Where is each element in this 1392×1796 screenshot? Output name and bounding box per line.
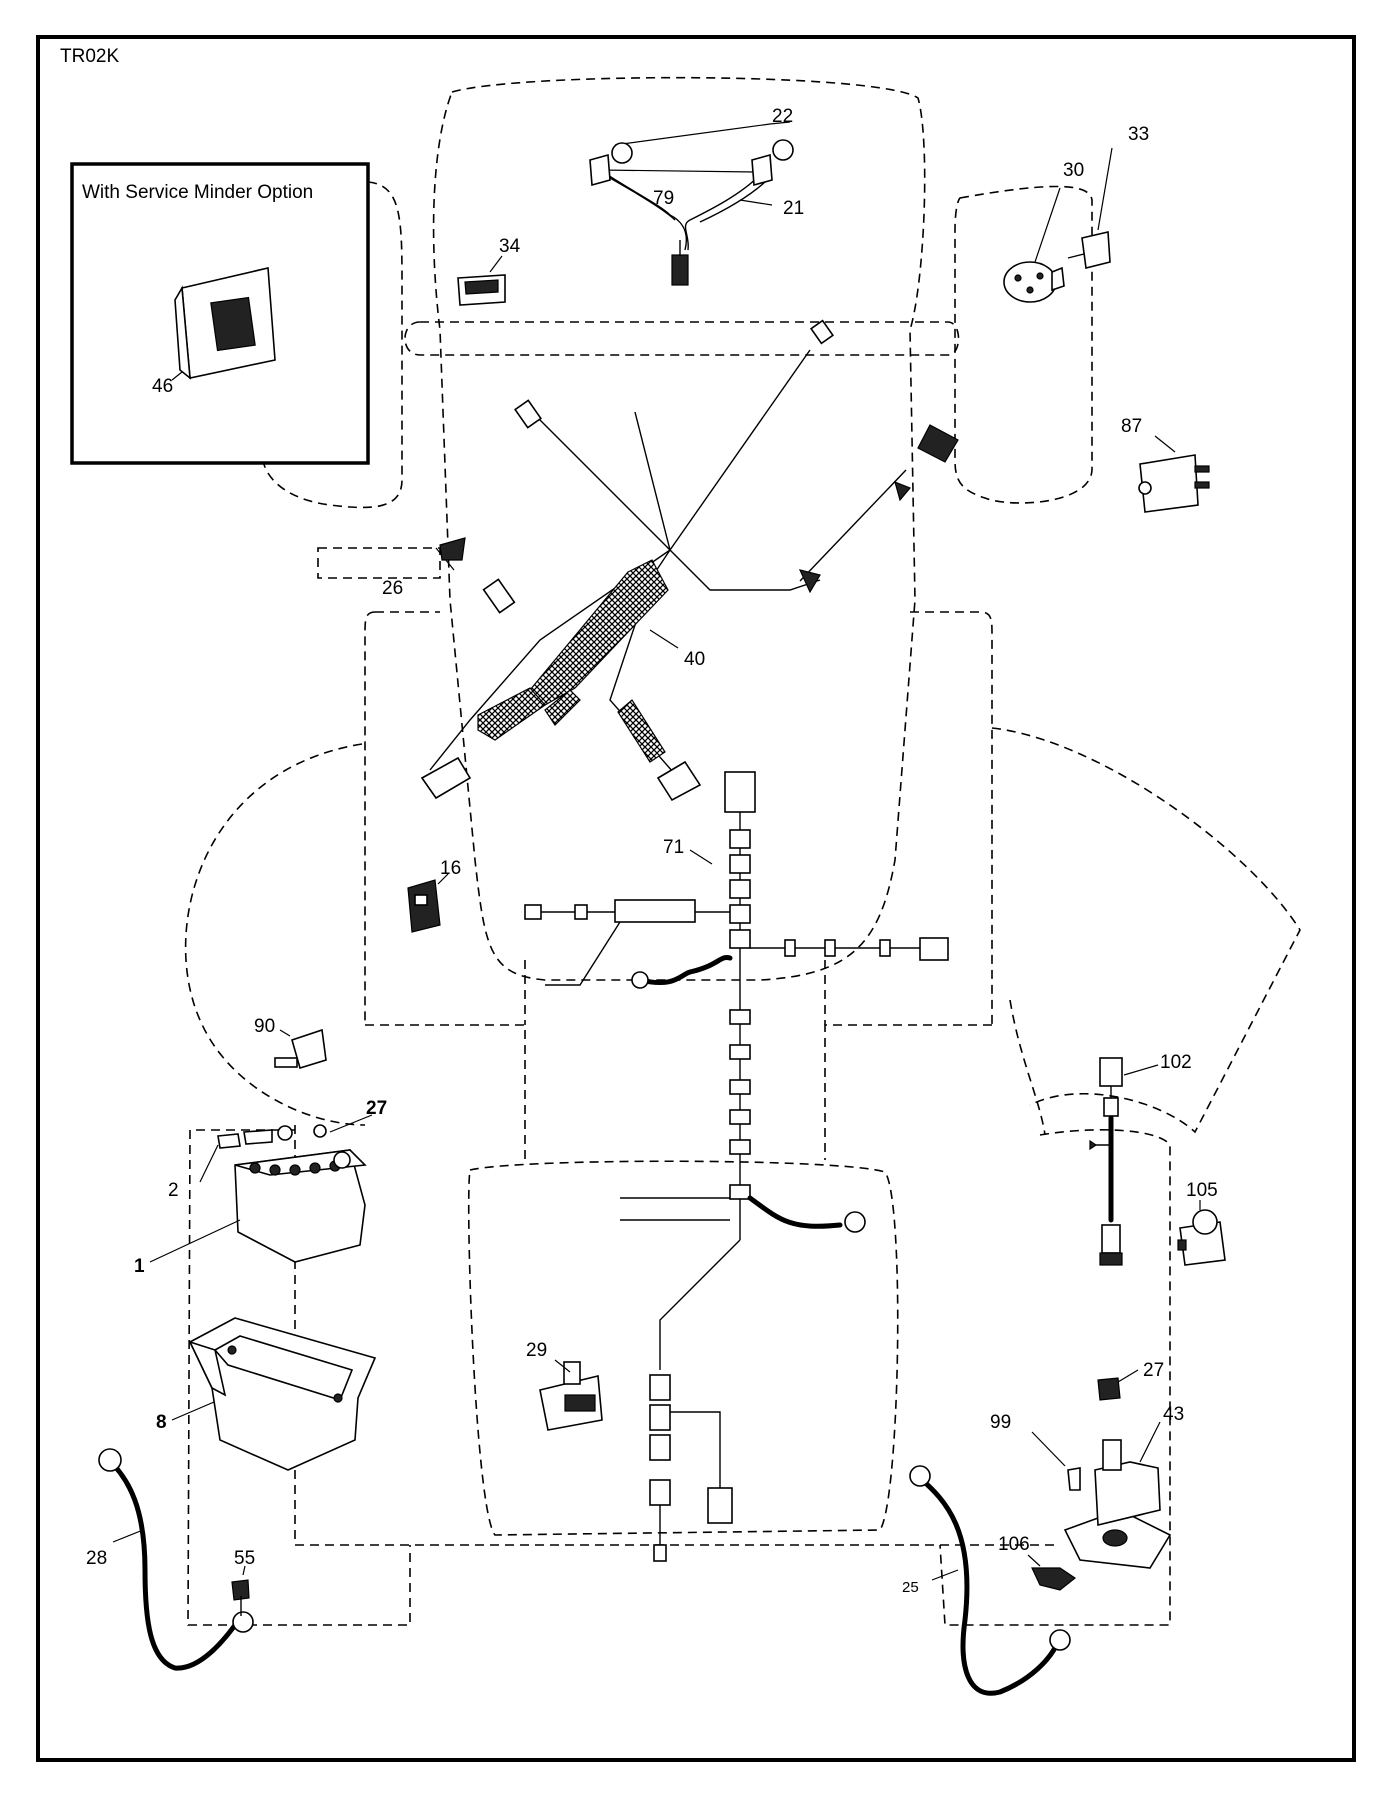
part-label-26: 26	[382, 578, 403, 599]
bolt-55-icon	[231, 1565, 250, 1616]
sensor-90-icon	[274, 1028, 327, 1070]
part-label-46: 46	[152, 376, 173, 397]
bolt-99-icon	[1031, 1431, 1081, 1491]
harness-71-connector-icon	[919, 937, 949, 961]
battery-bolts	[199, 1114, 373, 1183]
part-label-33: 33	[1128, 124, 1149, 145]
ignition-key-icon	[1067, 147, 1113, 269]
relay-87-icon	[1138, 435, 1210, 513]
part-label-43: 43	[1163, 1404, 1184, 1425]
harness-71	[524, 771, 949, 1562]
part-label-105: 105	[1186, 1180, 1218, 1201]
part-label-87: 87	[1121, 416, 1142, 437]
inset-title: With Service Minder Option	[82, 182, 313, 203]
part-label-106: 106	[998, 1534, 1030, 1555]
headlight-bulb-right-icon	[772, 139, 794, 161]
part-label-25: 25	[902, 1579, 919, 1596]
harness-71-end-plug-icon	[707, 1487, 733, 1524]
hour-meter-display-icon	[174, 267, 276, 380]
outer-frame	[36, 35, 1356, 1762]
part-labels: TR02K With Service Minder Option 46 22 7…	[60, 46, 1218, 1596]
nut-27-icon	[1097, 1369, 1139, 1401]
part-label-28: 28	[86, 1548, 107, 1569]
battery-cable-25	[909, 1465, 1071, 1696]
switch-29-icon	[539, 1359, 603, 1431]
harness-connector-icon	[482, 578, 516, 614]
part-label-22: 22	[772, 106, 793, 127]
switch-16-icon	[407, 873, 449, 933]
part-label-40: 40	[684, 649, 705, 670]
plug-connector-icon	[420, 756, 472, 800]
headlight-harness	[589, 121, 794, 286]
part-label-34: 34	[499, 236, 521, 257]
clip-106-icon	[1027, 1554, 1077, 1591]
part-label-99: 99	[990, 1412, 1011, 1433]
part-label-1: 1	[134, 1256, 145, 1277]
battery-cable-28	[98, 1448, 254, 1671]
part-label-79: 79	[653, 188, 674, 209]
part-label-2: 2	[168, 1180, 179, 1201]
part-label-27-starter: 27	[1143, 1360, 1164, 1381]
part-label-29: 29	[526, 1340, 547, 1361]
solenoid-105-icon	[1177, 1200, 1226, 1266]
part-label-27-battery: 27	[366, 1098, 387, 1119]
part-label-102: 102	[1160, 1052, 1192, 1073]
service-minder-inset	[70, 162, 370, 465]
part-label-8: 8	[156, 1412, 167, 1433]
diagram-code: TR02K	[60, 46, 119, 67]
part-label-71: 71	[663, 837, 684, 858]
part-label-90: 90	[254, 1016, 275, 1037]
plug-102-assembly	[1089, 1057, 1159, 1266]
starter-43-icon	[1063, 1421, 1172, 1569]
tractor-outline	[184, 76, 1301, 1626]
battery-icon	[149, 1149, 367, 1263]
part-label-30: 30	[1063, 160, 1084, 181]
part-label-16: 16	[440, 858, 461, 879]
ignition-switch-icon	[1003, 187, 1065, 303]
switch-34-icon	[457, 255, 506, 306]
main-harness-40	[420, 319, 959, 802]
headlight-bulb-left-icon	[611, 142, 633, 164]
part-label-55: 55	[234, 1548, 255, 1569]
battery-tray-icon	[171, 1317, 377, 1471]
part-label-21: 21	[783, 198, 804, 219]
harness-71-plug-icon	[724, 771, 756, 813]
